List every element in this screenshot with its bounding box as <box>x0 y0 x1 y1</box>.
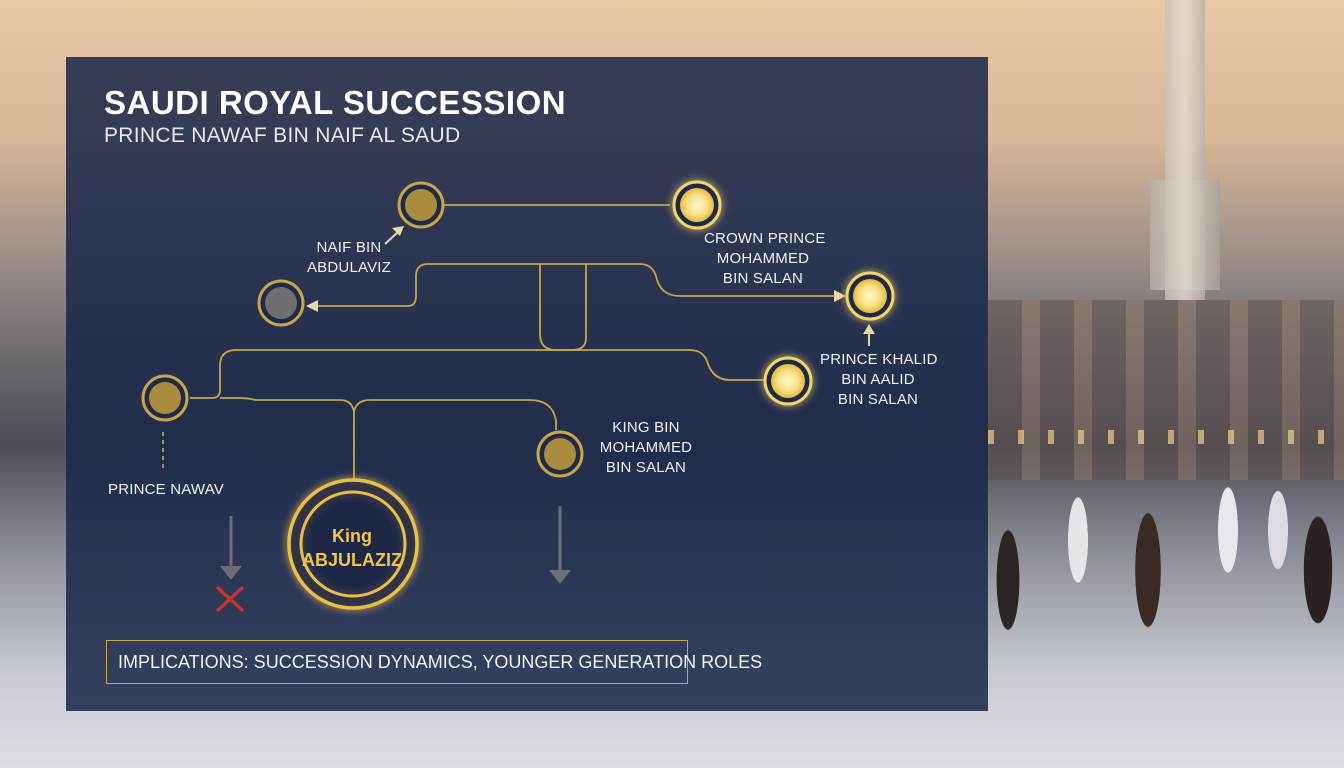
prince-khalid-label: PRINCE KHALID BIN AALID BIN SALAN <box>820 350 936 410</box>
implications-box: IMPLICATIONS: SUCCESSION DYNAMICS, YOUNG… <box>106 640 688 684</box>
king-bin-label-line2: MOHAMMED <box>596 438 696 458</box>
prince-nawav-label: PRINCE NAWAV <box>104 480 228 500</box>
down-arrow-left <box>220 516 242 580</box>
line-lower-branch <box>190 350 766 398</box>
down-arrow-right <box>549 506 571 584</box>
arrow-up-to-node <box>863 324 875 346</box>
node-crown-prince[interactable] <box>847 273 893 319</box>
node-naif[interactable] <box>399 183 443 227</box>
arrow-to-crown-prince-node <box>834 290 846 302</box>
naif-label-line1: NAIF BIN <box>304 238 394 258</box>
king-bin-label: KING BIN MOHAMMED BIN SALAN <box>596 418 696 478</box>
king-bin-label-line1: KING BIN <box>596 418 696 438</box>
crown-prince-label-line1: CROWN PRINCE <box>704 229 822 249</box>
crown-prince-label-line3: BIN SALAN <box>704 269 822 289</box>
node-crown-prince-top[interactable] <box>674 182 720 228</box>
node-prince-nawav[interactable] <box>143 376 187 420</box>
king-bin-label-line3: BIN SALAN <box>596 458 696 478</box>
prince-khalid-label-line2: BIN AALID <box>820 370 936 390</box>
line-to-king-bin <box>354 400 556 430</box>
naif-label-line2: ABDULAVIZ <box>304 258 394 278</box>
cross-icon <box>218 588 242 610</box>
line-to-king <box>220 398 354 482</box>
prince-khalid-label-line3: BIN SALAN <box>820 390 936 410</box>
arrow-to-gray-node <box>306 300 318 312</box>
node-gray[interactable] <box>259 281 303 325</box>
line-mid-loop <box>540 264 586 350</box>
node-prince-khalid[interactable] <box>765 358 811 404</box>
crown-prince-label: CROWN PRINCE MOHAMMED BIN SALAN <box>704 229 822 289</box>
prince-khalid-label-line1: PRINCE KHALID <box>820 350 936 370</box>
naif-label: NAIF BIN ABDULAVIZ <box>304 238 394 278</box>
node-king-bin[interactable] <box>538 432 582 476</box>
crown-prince-label-line2: MOHAMMED <box>704 249 822 269</box>
